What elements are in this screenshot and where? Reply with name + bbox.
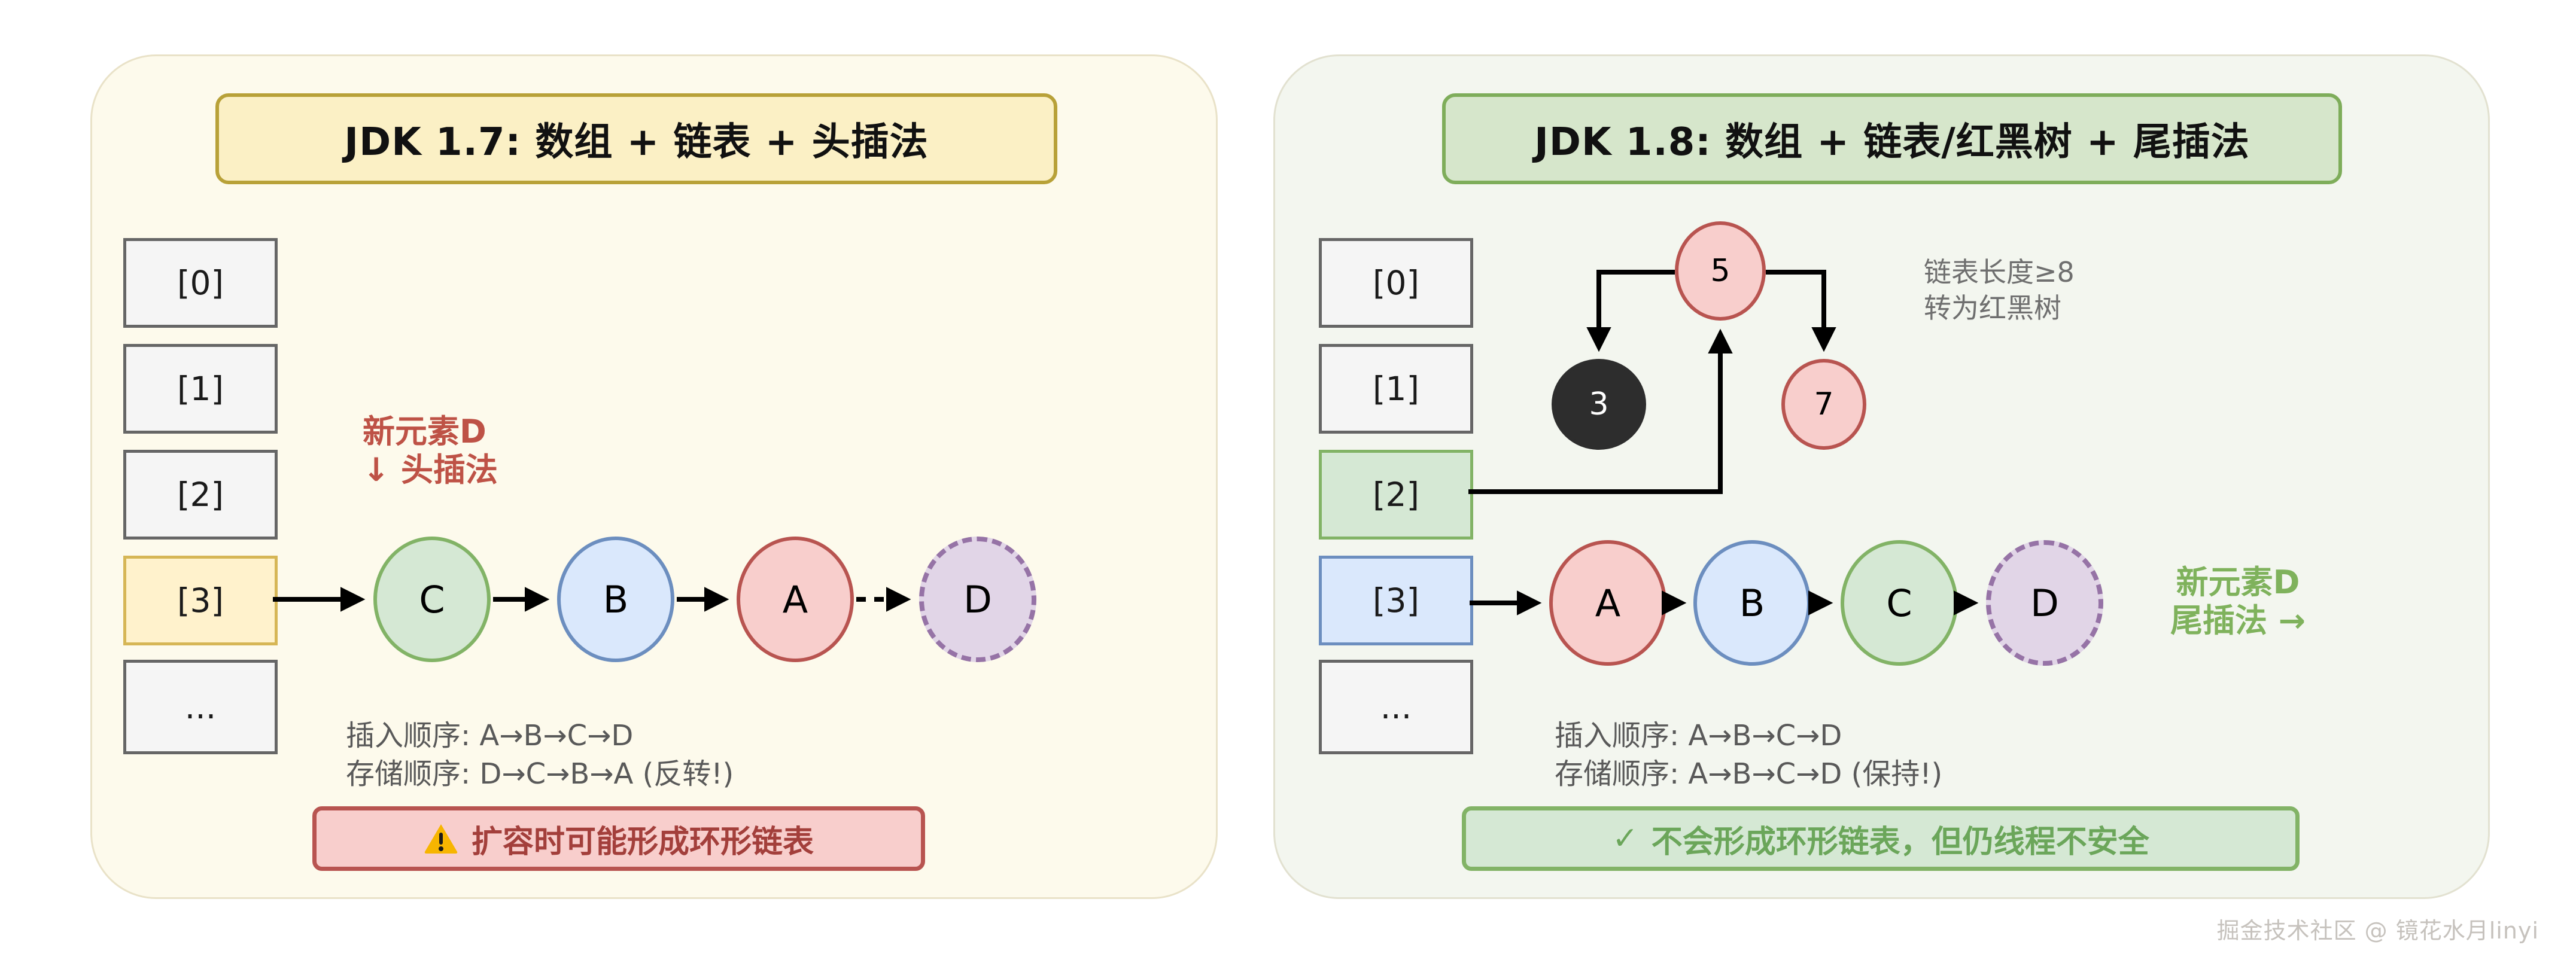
note-line: 新元素D [2176, 563, 2300, 601]
node-label: A [782, 577, 808, 621]
insert-order-line: 插入顺序: A→B→C→D [1555, 719, 1842, 752]
jdk17-node-D-new: D [919, 537, 1036, 662]
node-label: 3 [1589, 386, 1609, 422]
jdk18-array-cell-0: [0] [1319, 238, 1473, 328]
jdk18-title-box: JDK 1.8: 数组 + 链表/红黑树 + 尾插法 [1442, 93, 2342, 184]
note-line: 新元素D [363, 413, 486, 450]
node-label: B [1739, 581, 1765, 625]
node-label: D [963, 577, 992, 621]
node-label: C [1886, 581, 1912, 625]
jdk18-title: JDK 1.8: 数组 + 链表/红黑树 + 尾插法 [1534, 120, 2250, 164]
jdk17-node-B: B [557, 537, 674, 662]
cell-label: [1] [1373, 370, 1419, 408]
node-label: A [1595, 581, 1621, 625]
node-label: 5 [1710, 253, 1730, 289]
jdk17-array-cell-1: [1] [123, 344, 278, 434]
jdk18-node-D-new: D [1986, 540, 2103, 666]
jdk17-panel [90, 54, 1218, 899]
jdk17-array-cell-ellipsis: ... [123, 660, 278, 754]
store-order-line: 存储顺序: A→B→C→D (保持!) [1555, 757, 1943, 791]
jdk18-tree-root-5: 5 [1675, 221, 1766, 321]
watermark: 掘金技术社区 @ 镜花水月linyi [2216, 918, 2539, 944]
jdk18-array-cell-2-tree: [2] [1319, 450, 1473, 540]
jdk17-array-cell-3-highlighted: [3] [123, 556, 278, 645]
cell-label: [0] [1373, 264, 1419, 302]
jdk17-array-cell-0: [0] [123, 238, 278, 328]
jdk18-array-cell-1: [1] [1319, 344, 1473, 434]
jdk17-array-cell-2: [2] [123, 450, 278, 540]
jdk17-order-text: 插入顺序: A→B→C→D 存储顺序: D→C→B→A (反转!) [346, 717, 734, 793]
jdk17-node-A: A [737, 537, 854, 662]
cell-label: ... [184, 688, 217, 726]
jdk17-title: JDK 1.7: 数组 + 链表 + 头插法 [344, 120, 929, 164]
insert-order-line: 插入顺序: A→B→C→D [346, 719, 634, 752]
node-label: B [603, 577, 629, 621]
jdk18-node-B: B [1693, 540, 1811, 666]
status-text: 不会形成环形链表，但仍线程不安全 [1651, 824, 2149, 860]
cell-label: ... [1380, 688, 1412, 726]
jdk17-warning-banner: 扩容时可能形成环形链表 [312, 806, 925, 871]
jdk17-node-C: C [373, 537, 491, 662]
warning-text: 扩容时可能形成环形链表 [471, 824, 814, 860]
warning-icon [424, 824, 458, 854]
cell-label: [3] [177, 581, 224, 620]
jdk18-treeify-note: 链表长度≥8 转为红黑树 [1924, 254, 2075, 326]
jdk18-node-C: C [1841, 540, 1958, 666]
node-label: 7 [1814, 386, 1834, 422]
cell-label: [2] [177, 476, 224, 514]
jdk18-array-cell-ellipsis: ... [1319, 660, 1473, 754]
jdk18-tree-node-7: 7 [1781, 359, 1866, 450]
node-label: D [2030, 581, 2059, 625]
jdk18-order-text: 插入顺序: A→B→C→D 存储顺序: A→B→C→D (保持!) [1555, 717, 1942, 793]
jdk18-tree-node-3: 3 [1552, 359, 1646, 450]
node-label: C [419, 577, 445, 621]
jdk18-status-banner: ✓ 不会形成环形链表，但仍线程不安全 [1462, 806, 2300, 871]
note-line: 尾插法 → [2170, 602, 2306, 639]
cell-label: [3] [1373, 581, 1419, 620]
jdk18-array-cell-3-list: [3] [1319, 556, 1473, 645]
jdk17-title-box: JDK 1.7: 数组 + 链表 + 头插法 [215, 93, 1057, 184]
cell-label: [1] [177, 370, 224, 408]
cell-label: [2] [1373, 476, 1419, 514]
check-icon: ✓ [1612, 821, 1638, 857]
note-line: 转为红黑树 [1924, 292, 2061, 324]
note-line: 链表长度≥8 [1924, 256, 2075, 288]
store-order-line: 存储顺序: D→C→B→A (反转!) [346, 757, 734, 791]
cell-label: [0] [177, 264, 224, 302]
jdk17-head-insert-note: 新元素D↓ 头插法 [363, 413, 498, 489]
note-line: ↓ 头插法 [363, 451, 498, 489]
jdk18-node-A: A [1549, 540, 1666, 666]
